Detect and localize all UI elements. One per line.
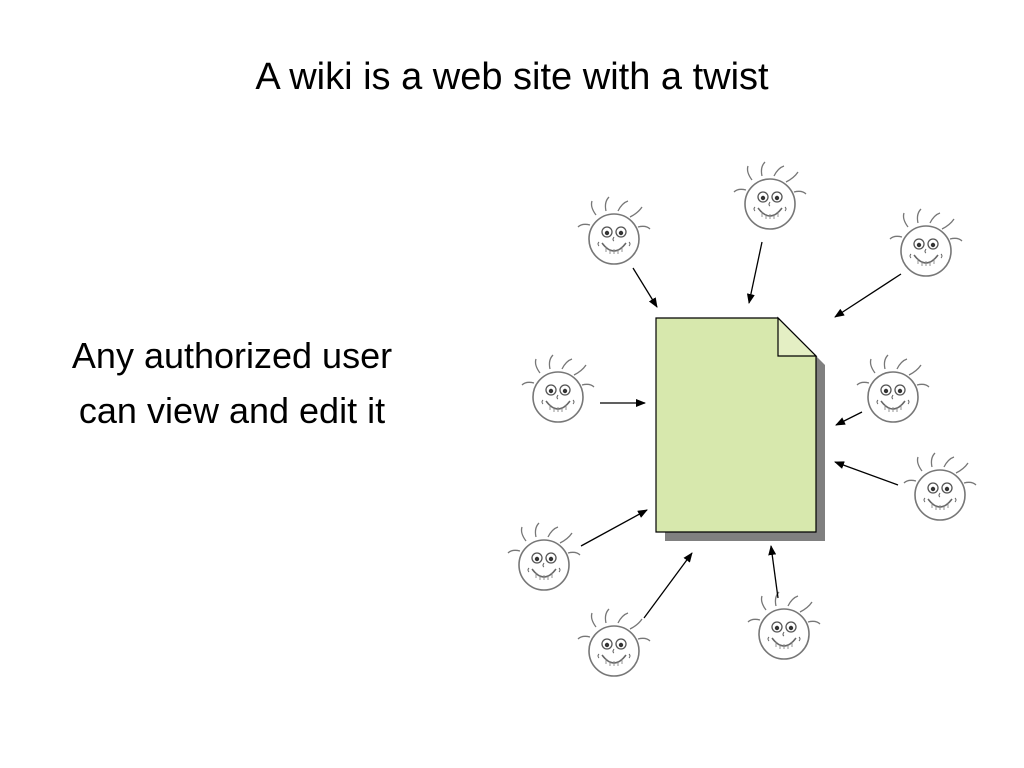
user-smiley-icon xyxy=(577,196,651,265)
user-smiley-icon xyxy=(889,208,963,277)
wiki-page-document xyxy=(655,316,825,541)
user-smiley-icon xyxy=(507,522,581,591)
arrow xyxy=(768,545,779,599)
user-smiley-icon xyxy=(856,354,930,423)
user-smiley-icon xyxy=(577,608,651,677)
arrow xyxy=(834,273,902,318)
user-smiley-icon xyxy=(903,452,977,521)
arrow xyxy=(580,509,648,547)
user-smiley-icon xyxy=(521,354,595,423)
arrow xyxy=(834,461,899,486)
slide-body-text: Any authorized user can view and edit it xyxy=(71,335,393,431)
user-smiley-icon xyxy=(747,591,821,660)
arrow xyxy=(835,411,863,426)
arrow xyxy=(643,552,693,619)
arrow xyxy=(632,267,658,308)
slide-title: A wiki is a web site with a twist xyxy=(255,56,769,98)
edit-arrows xyxy=(580,241,902,619)
arrow xyxy=(746,241,763,304)
user-smiley-icon xyxy=(733,161,807,230)
